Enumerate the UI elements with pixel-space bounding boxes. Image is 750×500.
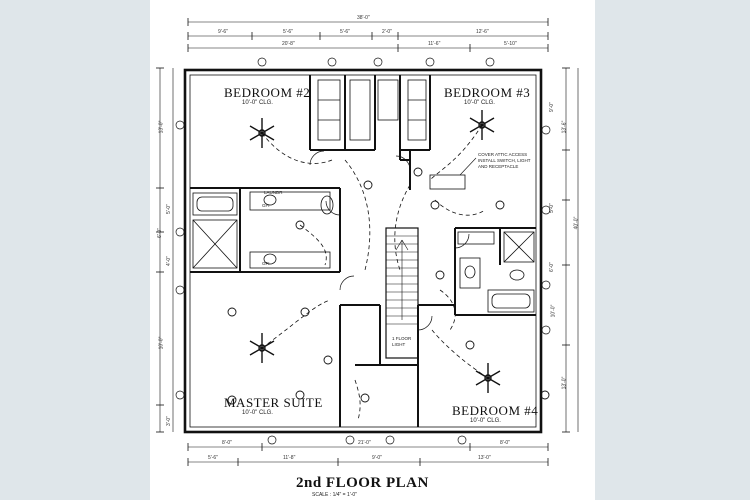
left-dim-3: 6'-0" [156, 228, 163, 238]
top-dim-3: 5'-6" [340, 29, 350, 35]
plan-scale: SCALE : 1/4" = 1'-0" [312, 492, 357, 498]
fixture-label-laundry: LAUNDR [264, 190, 283, 195]
left-dim-5: 10'-0" [158, 336, 165, 350]
room-label-bedroom-4: BEDROOM #4 [452, 403, 539, 418]
right-dim-3: 5'-0" [548, 203, 555, 213]
right-dim-4: 6'-0" [548, 262, 555, 272]
top-dim-4: 2'-0" [382, 29, 392, 35]
right-dim-2: 13'-6" [561, 120, 568, 134]
left-dim-6: 3'-0" [165, 416, 172, 426]
fixture-label-gfi-lower: GFI [262, 261, 270, 266]
bottom2-dim-2: 11'-8" [283, 455, 296, 461]
bottom2-dim-1: 5'-6" [208, 455, 218, 461]
ceiling-height-bedroom-4: 10'-0" CLG. [470, 418, 501, 424]
top2-dim-3: 5'-10" [504, 41, 517, 47]
right-dim-5: 40'-0" [573, 216, 580, 230]
bottom2-dim-4: 13'-0" [478, 455, 491, 461]
top-dim-5: 12'-6" [476, 29, 489, 35]
top2-dim-2: 11'-6" [428, 41, 441, 47]
plan-title: 2nd FLOOR PLAN [296, 475, 429, 491]
top-dim-1: 9'-6" [218, 29, 228, 35]
top2-dim-1: 20'-8" [282, 41, 295, 47]
fixture-label-gfi-upper: GFI [262, 203, 270, 208]
ceiling-height-bedroom-2: 10'-0" CLG. [242, 100, 273, 106]
ceiling-height-bedroom-3: 10'-0" CLG. [464, 100, 495, 106]
ceiling-height-master-suite: 10'-0" CLG. [242, 410, 273, 416]
attic-access-note: COVER ATTIC ACCESS INSTALL SWITCH, LIGHT… [478, 152, 531, 169]
bottom-dim-1: 8'-0" [222, 440, 232, 446]
room-label-master-suite: MASTER SUITE [224, 395, 323, 410]
room-label-bedroom-2: BEDROOM #2 [224, 85, 311, 100]
left-dim-1: 13'-0" [158, 120, 165, 134]
stair-light-note: 1 FLOOR LIGHT [392, 336, 412, 347]
right-dim-7: 13'-0" [561, 376, 568, 390]
bottom-dim-3: 8'-0" [500, 440, 510, 446]
drawing-sheet [150, 0, 595, 500]
left-dim-4: 4'-0" [165, 256, 172, 266]
right-dim-1: 9'-0" [548, 102, 555, 112]
overall-width-dim: 38'-0" [357, 15, 370, 21]
left-dim-2: 5'-0" [165, 204, 172, 214]
bottom-dim-2: 21'-0" [358, 440, 371, 446]
right-dim-6: 10'-0" [550, 304, 557, 318]
top-dim-2: 5'-6" [283, 29, 293, 35]
room-label-bedroom-3: BEDROOM #3 [444, 85, 531, 100]
bottom2-dim-3: 9'-0" [372, 455, 382, 461]
